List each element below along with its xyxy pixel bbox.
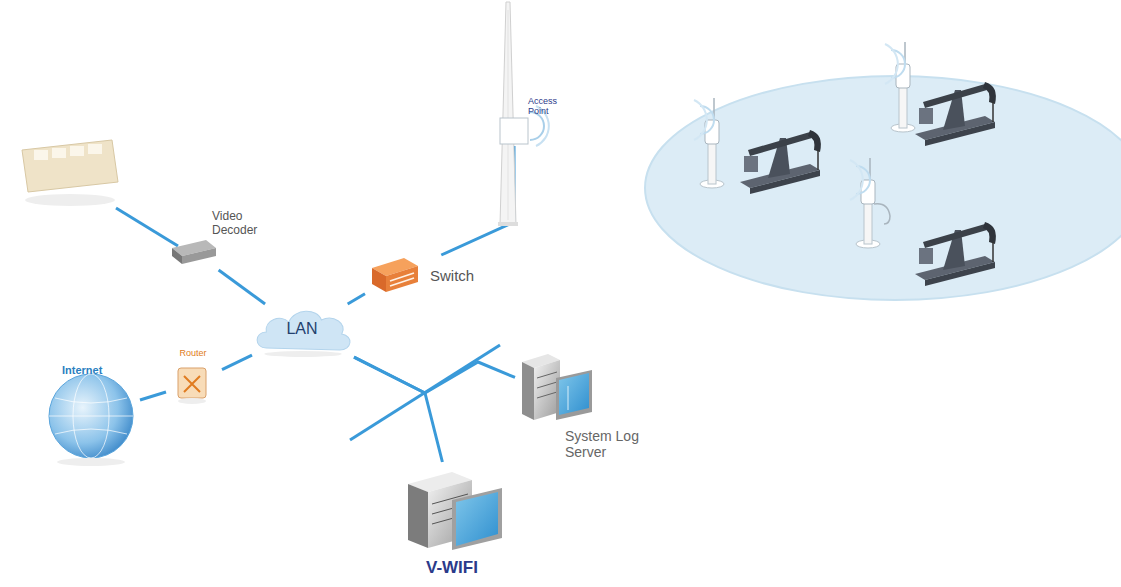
node-label: Access Point xyxy=(528,96,562,117)
oilfield xyxy=(694,42,915,248)
server-icon xyxy=(537,392,557,398)
node-label: System Log Server xyxy=(565,428,643,460)
display-wall xyxy=(22,140,118,192)
node-label: Switch xyxy=(430,267,490,284)
pumpjack xyxy=(919,248,933,264)
server-icon xyxy=(559,373,589,415)
pumpjack xyxy=(923,224,987,248)
access-point: Access Point xyxy=(498,96,564,146)
pumpjack xyxy=(915,82,996,146)
globe-icon xyxy=(55,398,127,434)
cloud-shape xyxy=(264,351,342,357)
tower xyxy=(498,222,518,226)
video-decoder: Video Decoder xyxy=(168,208,278,270)
network-link xyxy=(140,392,166,400)
node-label: Router xyxy=(166,348,220,358)
display-wall xyxy=(52,148,66,158)
tower xyxy=(500,118,528,144)
globe-icon xyxy=(49,374,133,466)
network-link xyxy=(348,294,365,304)
server-icon xyxy=(556,370,592,420)
wireless-pole xyxy=(850,158,890,248)
router: Router xyxy=(166,348,222,406)
vwifi-icon xyxy=(408,472,502,550)
pumpjack xyxy=(923,84,987,108)
server-icon xyxy=(568,386,569,410)
globe-icon xyxy=(49,416,133,417)
bus-line xyxy=(350,345,500,440)
internet-globe: Internet xyxy=(42,362,140,460)
display-wall xyxy=(34,150,48,160)
decoder-icon xyxy=(172,248,182,264)
display-wall xyxy=(22,140,178,246)
network-link xyxy=(222,355,252,369)
wireless-pole xyxy=(885,42,915,132)
pumpjack xyxy=(915,222,996,286)
pumpjack xyxy=(992,242,994,262)
node-label: Internet xyxy=(62,364,122,377)
pumpjack xyxy=(748,132,812,156)
switch-icon xyxy=(372,268,386,292)
lan-cloud: LAN xyxy=(252,304,354,358)
router-icon xyxy=(178,398,206,404)
display-wall xyxy=(70,146,84,156)
node-label: LAN xyxy=(252,320,352,338)
vwifi-icon xyxy=(456,492,498,546)
wireless-pole xyxy=(694,98,724,188)
vwifi-icon xyxy=(452,488,502,550)
server-icon xyxy=(522,354,592,420)
globe-icon xyxy=(57,458,125,466)
server-icon xyxy=(537,382,557,388)
node-label: V-WIFI xyxy=(398,558,506,578)
server-icon xyxy=(537,372,557,378)
bus-line xyxy=(350,345,500,440)
display-wall xyxy=(25,194,115,206)
router-icon xyxy=(178,368,206,404)
pumpjack xyxy=(919,108,933,124)
display-wall xyxy=(88,144,102,154)
network-switch: Switch xyxy=(365,255,492,297)
pumpjack xyxy=(740,130,821,194)
switch-icon xyxy=(390,278,414,286)
switch-icon xyxy=(372,258,418,292)
wireless-pole xyxy=(850,160,863,200)
pumpjack xyxy=(992,102,994,122)
tower xyxy=(508,10,509,220)
pumpjack xyxy=(983,82,996,104)
oilfield xyxy=(645,42,1121,300)
oilfield xyxy=(740,82,996,286)
display-wall xyxy=(116,208,178,246)
pumpjack xyxy=(817,150,819,170)
vwifi-server: V-WIFI xyxy=(398,462,508,584)
vwifi-icon xyxy=(408,484,428,548)
decoder-icon xyxy=(172,240,216,264)
network-link xyxy=(219,270,265,304)
wireless-pole xyxy=(874,204,890,224)
wireless-pole xyxy=(885,44,898,84)
pumpjack xyxy=(744,156,758,172)
tower xyxy=(500,2,516,225)
decoder-icon xyxy=(182,248,216,264)
pumpjack xyxy=(983,222,996,244)
node-label: Video Decoder xyxy=(212,210,276,238)
router-icon xyxy=(178,368,206,398)
pumpjack xyxy=(808,130,821,152)
wireless-pole xyxy=(694,100,707,140)
globe-icon xyxy=(49,374,133,458)
log-server: System Log Server xyxy=(515,352,645,480)
server-icon xyxy=(522,362,534,420)
switch-icon xyxy=(386,266,418,292)
router-icon xyxy=(184,376,200,392)
oilfield xyxy=(645,76,1121,300)
